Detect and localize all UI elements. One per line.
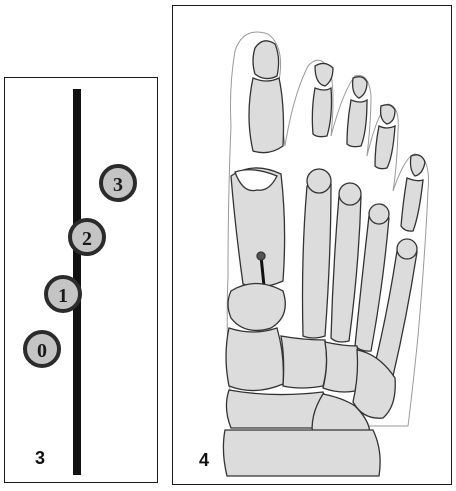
foot-skeleton-illustration bbox=[173, 6, 450, 483]
screw-head-icon bbox=[257, 252, 265, 260]
marker-3: 3 bbox=[101, 166, 135, 200]
third-metatarsal-head bbox=[339, 183, 361, 205]
marker-2-label: 2 bbox=[82, 228, 92, 250]
panel-4: 4 bbox=[172, 5, 452, 485]
second-metatarsal-head bbox=[307, 169, 331, 193]
marker-0-label: 0 bbox=[37, 340, 47, 362]
toe-2-proximal-phalanx bbox=[312, 88, 331, 137]
talus-calcaneus bbox=[223, 430, 380, 476]
marker-0: 0 bbox=[25, 332, 59, 366]
hallux-distal-phalanx bbox=[253, 41, 279, 79]
marker-3-label: 3 bbox=[113, 174, 123, 196]
intermediate-cuneiform bbox=[281, 336, 327, 388]
medial-cuneiform bbox=[226, 328, 283, 391]
panel-3-number: 3 bbox=[35, 448, 45, 469]
rod-diagram: 0 1 2 3 bbox=[5, 78, 156, 481]
lateral-cuneiform bbox=[323, 342, 359, 392]
fourth-metatarsal-head bbox=[369, 204, 389, 224]
marker-1: 1 bbox=[46, 277, 80, 311]
first-metatarsal-base bbox=[228, 284, 285, 331]
fifth-metatarsal-head bbox=[397, 239, 417, 259]
marker-2: 2 bbox=[70, 220, 104, 254]
second-metatarsal bbox=[303, 180, 332, 338]
marker-1-label: 1 bbox=[58, 285, 68, 307]
panel-4-number: 4 bbox=[199, 450, 209, 471]
hallux-proximal-phalanx bbox=[249, 78, 284, 153]
panel-3: 0 1 2 3 3 bbox=[4, 77, 158, 483]
